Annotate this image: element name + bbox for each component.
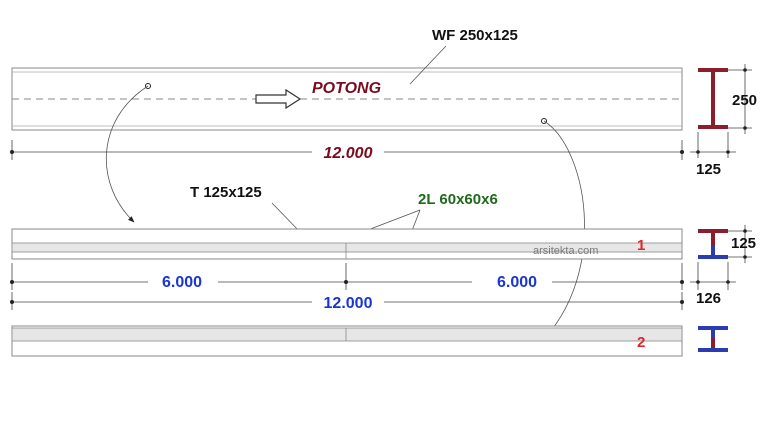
wf-height-dimension: [728, 64, 752, 134]
wf-profile-label: WF 250x125: [432, 27, 518, 44]
cut-label: POTONG: [312, 80, 381, 97]
row2-beam: [11, 325, 683, 357]
t-leader-line: [271, 202, 301, 233]
wf-beam: [11, 67, 683, 131]
dimension-halves: [10, 263, 684, 290]
t-height-dimension: [728, 225, 752, 263]
dimension-total-top-value: 12.000: [324, 145, 373, 162]
row2-marker: 2: [637, 334, 645, 351]
curved-arrow-to-row1: [106, 85, 149, 223]
watermark: arsitekta.com: [533, 245, 598, 257]
dimension-total-bottom-value: 12.000: [324, 295, 373, 312]
dimension-total-top: [10, 140, 684, 160]
row2-section-icon: [698, 326, 728, 352]
row1-marker: 1: [637, 237, 645, 254]
t-width-dimension: [690, 262, 736, 290]
t-width-value: 126: [696, 290, 721, 307]
angle-profile-label: 2L 60x60x6: [418, 191, 498, 208]
wf-width-value: 125: [696, 161, 721, 178]
wf-section-icon: [698, 68, 728, 129]
wf-leader-line: [409, 45, 447, 85]
wf-height-value: 250: [732, 92, 757, 109]
t-profile-label: T 125x125: [190, 184, 262, 201]
curved-arrow-to-row2: [531, 120, 585, 351]
dimension-half-left-value: 6.000: [162, 274, 202, 291]
t-section-icon: [698, 229, 728, 259]
dimension-total-bottom: [10, 292, 684, 310]
row1-beam: [11, 228, 683, 260]
cut-direction-arrow-icon: [255, 88, 302, 110]
wf-width-dimension: [690, 132, 736, 158]
t-height-value: 125: [731, 235, 756, 252]
dimension-half-right-value: 6.000: [497, 274, 537, 291]
